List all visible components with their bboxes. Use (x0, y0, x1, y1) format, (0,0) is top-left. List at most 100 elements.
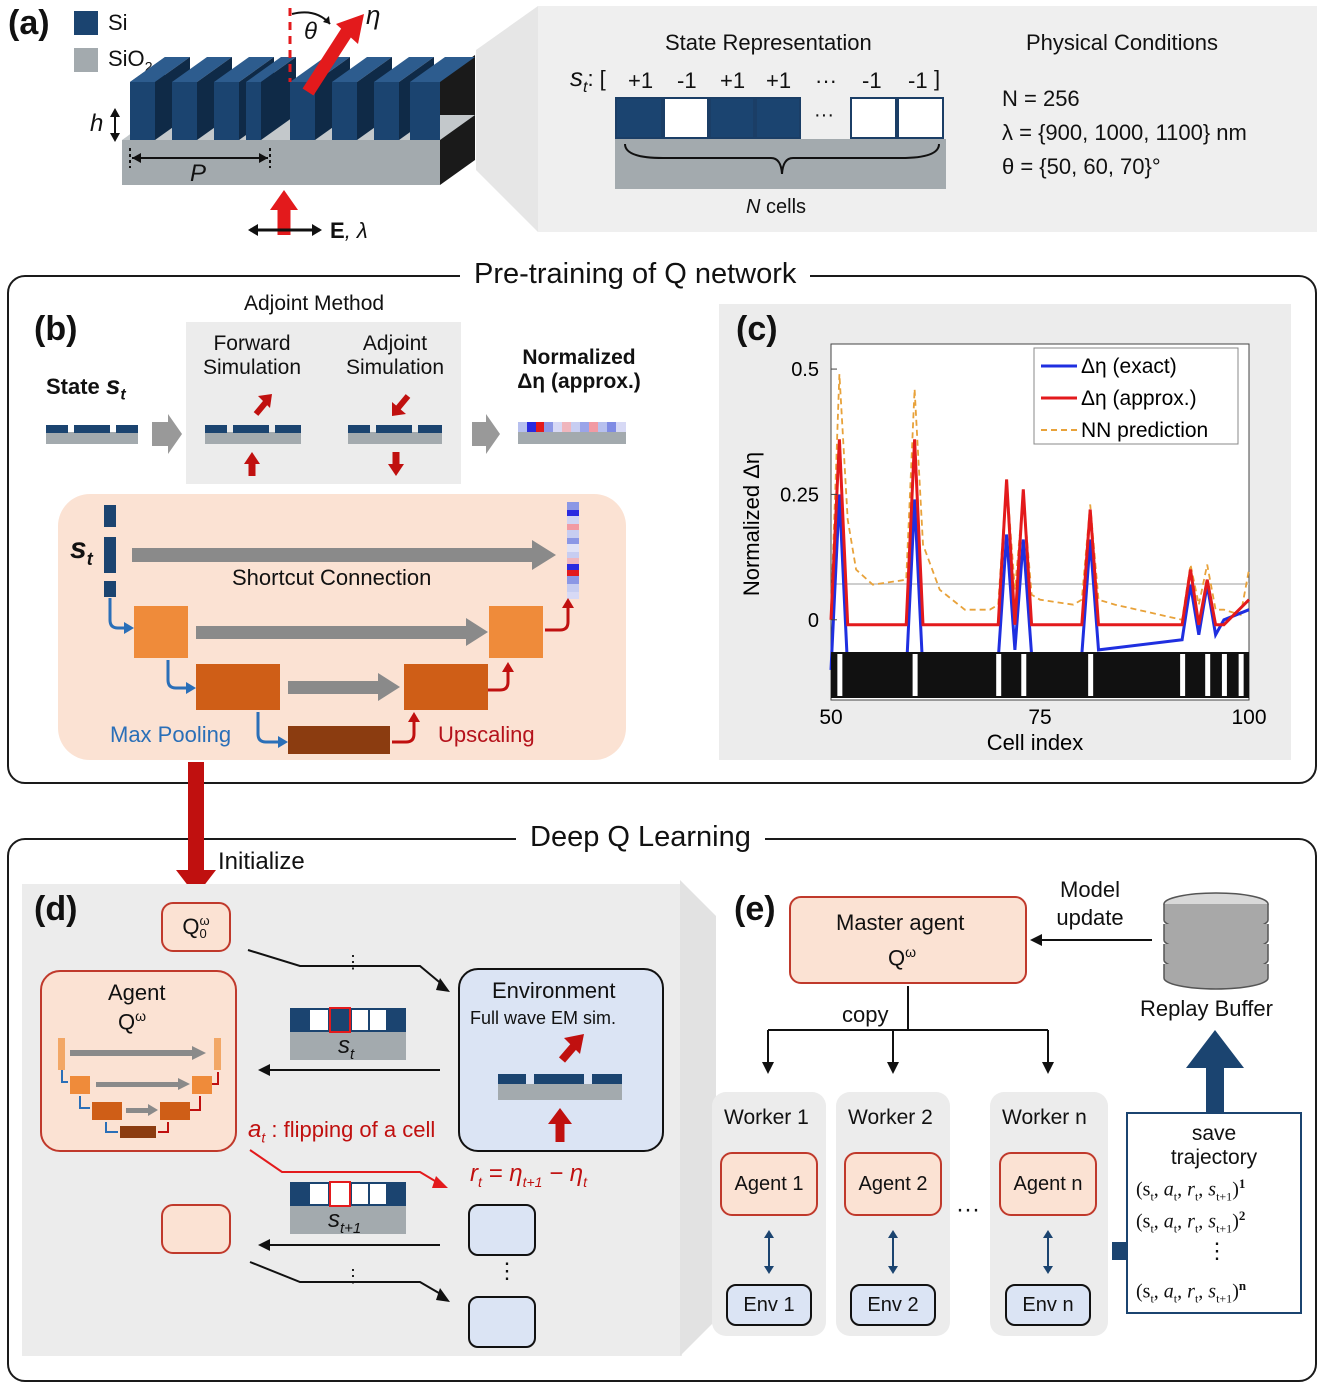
environment-subtitle: Full wave EM sim. (470, 1008, 617, 1028)
physical-condition-lambda: λ = {900, 1000, 1100} nm (1002, 120, 1247, 145)
panel-e-connectors (762, 934, 1244, 1260)
worker-title-n: Worker n (1002, 1106, 1087, 1129)
legend-label: Δη (exact) (1081, 355, 1177, 378)
cell (850, 97, 897, 139)
x-tick-label: 100 (1231, 706, 1266, 729)
chart-ylabel: Normalized Δη (739, 452, 764, 596)
x-tick-label: 75 (1028, 706, 1051, 729)
state-cells-right (850, 97, 944, 139)
panel-label-a: (a) (8, 4, 50, 42)
state-vector-label: st: [ (570, 62, 606, 97)
next-env-box (468, 1204, 536, 1256)
worker-env-1: Env 1 (726, 1284, 812, 1326)
cell-gap-mark (1180, 654, 1186, 696)
initialize-arrow (176, 762, 216, 896)
state-bracket-close: ] (934, 66, 941, 91)
cell-gap-mark (1088, 654, 1094, 696)
legend-label: Δη (approx.) (1081, 387, 1197, 410)
x-tick-label: 50 (819, 706, 842, 729)
cells-brace (624, 143, 940, 175)
physical-condition-n: N = 256 (1002, 86, 1080, 111)
zoom-wedge (476, 6, 538, 232)
si-legend-swatch (74, 11, 98, 35)
worker-agent-2: Agent 2 (844, 1152, 942, 1216)
worker-title-1: Worker 1 (724, 1106, 809, 1129)
worker-agent-1: Agent 1 (720, 1152, 818, 1216)
delta-eta-chart: 0.5 0.25 0 50 75 100 Δη (exact) Δη (approx.) N… (739, 343, 1267, 755)
panel-label-b: (b) (34, 310, 78, 348)
dots-bottom: ⋮ (344, 1266, 362, 1286)
cell-gap-mark (1205, 654, 1211, 696)
adjoint-pipeline-graphics (46, 394, 626, 476)
panel-label-d: (d) (34, 890, 78, 928)
unet-architecture (104, 502, 579, 754)
cell-gap-mark (996, 654, 1002, 696)
physical-conditions-title: Physical Conditions (1026, 30, 1218, 55)
master-agent-box (789, 896, 1027, 984)
cell (897, 97, 944, 139)
cell-gap-mark (1238, 654, 1244, 696)
trajectory-tuple-n: (st, at, rt, st+1)n (1136, 1278, 1247, 1306)
y-tick-label: 0 (808, 610, 819, 632)
trajectory-tuple-1: (st, at, rt, st+1)1 (1136, 1176, 1246, 1204)
action-label: at : flipping of a cell (248, 1116, 436, 1146)
state-cells-left (615, 97, 801, 139)
state-value-0: +1 (628, 68, 654, 93)
state-st-label: State st (46, 370, 126, 404)
series-line-1 (829, 439, 1251, 627)
cell-gap-mark (1021, 654, 1027, 696)
worker-agent-n: Agent n (999, 1152, 1097, 1216)
physical-condition-theta: θ = {50, 60, 70}° (1002, 154, 1161, 179)
e-field-label: E, λ (330, 218, 368, 243)
trajectory-box (1126, 1112, 1302, 1314)
environment-title: Environment (492, 978, 616, 1003)
trajectory-vdots: ⋮ (1206, 1238, 1228, 1263)
eta-label: η (366, 0, 381, 30)
cell (755, 97, 801, 139)
panel-label-c: (c) (736, 310, 778, 348)
state-value-6: -1 (908, 68, 928, 93)
y-tick-label: 0.25 (780, 484, 819, 506)
workers-ellipsis: ··· (956, 1196, 980, 1223)
agent-box (40, 970, 237, 1152)
upscaling-label: Upscaling (438, 722, 535, 747)
agent-unet-mini (58, 1038, 221, 1138)
cell-gap-mark (837, 654, 843, 696)
worker-env-n: Env n (1005, 1284, 1091, 1326)
state-value-2: +1 (720, 68, 746, 93)
panel-d-connectors (247, 949, 450, 1302)
cell (709, 97, 755, 139)
deepq-title: Deep Q Learning (516, 821, 765, 854)
state-value-1: -1 (677, 68, 697, 93)
state-value-4: ··· (815, 68, 837, 93)
y-tick-label: 0.5 (791, 359, 819, 381)
cell-gap-mark (1221, 654, 1227, 696)
st1-label: st+1 (328, 1206, 362, 1237)
replay-buffer-icon (1163, 892, 1269, 990)
worker-title-2: Worker 2 (848, 1106, 933, 1129)
theta-label: θ (304, 18, 318, 45)
unet-input-label: st (70, 532, 93, 569)
env-vdots: ⋮ (496, 1258, 518, 1283)
grating-3d-illustration (110, 8, 475, 236)
replay-buffer-label: Replay Buffer (1140, 996, 1273, 1021)
agent-title: Agent (108, 980, 166, 1005)
state-value-5: -1 (862, 68, 882, 93)
state-cells-ellipsis: ··· (814, 104, 834, 126)
agent-q-label: Qω (118, 1008, 147, 1035)
pretraining-title: Pre-training of Q network (460, 258, 811, 291)
adjoint-method-title: Adjoint Method (244, 292, 385, 315)
master-agent-q: Qω (888, 944, 917, 971)
master-agent-title: Master agent (836, 910, 965, 935)
state-representation-title: State Representation (665, 30, 872, 55)
cells-count-label: N cells (746, 196, 807, 218)
cell (663, 97, 709, 139)
period-label: P (190, 160, 207, 187)
dots-top: ⋮ (344, 952, 362, 972)
